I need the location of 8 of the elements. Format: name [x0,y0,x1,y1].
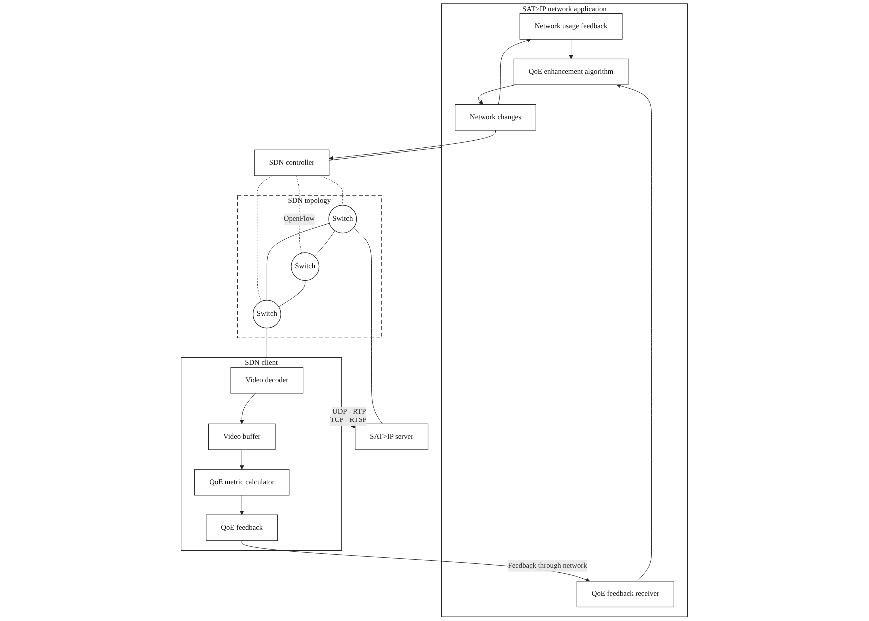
connector [329,147,442,161]
connector [314,230,336,257]
connector [266,223,330,301]
connector [320,176,344,206]
connector [278,280,306,308]
connector [266,328,268,358]
connector [353,228,383,424]
connector [257,176,273,302]
